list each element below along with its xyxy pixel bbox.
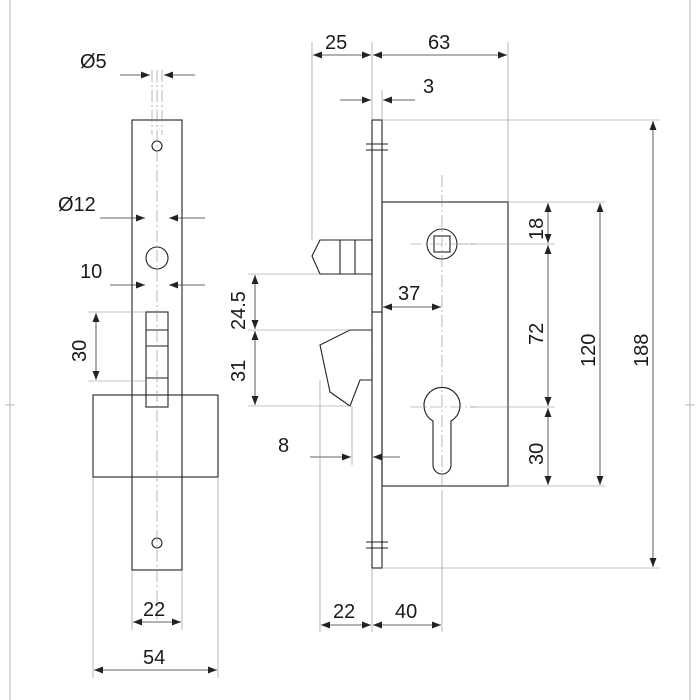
dim-follower-to-top: 18 (526, 218, 548, 240)
dim-cylinder-below: 30 (526, 443, 548, 465)
dim-center-distance: 72 (526, 323, 548, 345)
dim-faceplate-width: 22 (143, 599, 165, 621)
front-view (311, 119, 509, 569)
side-view-dimensions: Ø5 Ø12 10 30 22 54 (58, 51, 219, 678)
dim-slot-width: 10 (80, 261, 102, 283)
dim-case-width: 54 (143, 647, 165, 669)
dim-faceplate-height: 188 (631, 334, 653, 367)
dim-hole-top: Ø5 (80, 51, 107, 73)
dim-case-depth: 63 (428, 32, 450, 54)
side-view (92, 70, 219, 620)
dim-bolt-height: 30 (69, 340, 91, 362)
dim-hole-mid: Ø12 (58, 194, 96, 216)
dim-faceplate-thickness: 3 (423, 76, 434, 98)
dim-follower-offset: 37 (398, 283, 420, 305)
lock-case (381, 201, 509, 487)
lock-case-outline (92, 394, 219, 478)
faceplate-edge (371, 119, 383, 569)
hook-bolt (319, 329, 373, 407)
dim-bolt-offset: 24.5 (228, 291, 250, 330)
latch-bolt (311, 239, 373, 275)
sheet-frame (5, 0, 695, 700)
dim-backset-to-face: 25 (325, 32, 347, 54)
dim-hook-height: 31 (228, 360, 250, 382)
dim-case-height: 120 (578, 334, 600, 367)
cylinder-hole (423, 386, 461, 475)
front-view-dimensions: 25 63 3 24.5 31 37 8 18 (228, 32, 660, 632)
dim-backset: 40 (395, 601, 417, 623)
dim-bolt-projection: 8 (278, 435, 289, 457)
dim-faceplate-front: 22 (333, 601, 355, 623)
